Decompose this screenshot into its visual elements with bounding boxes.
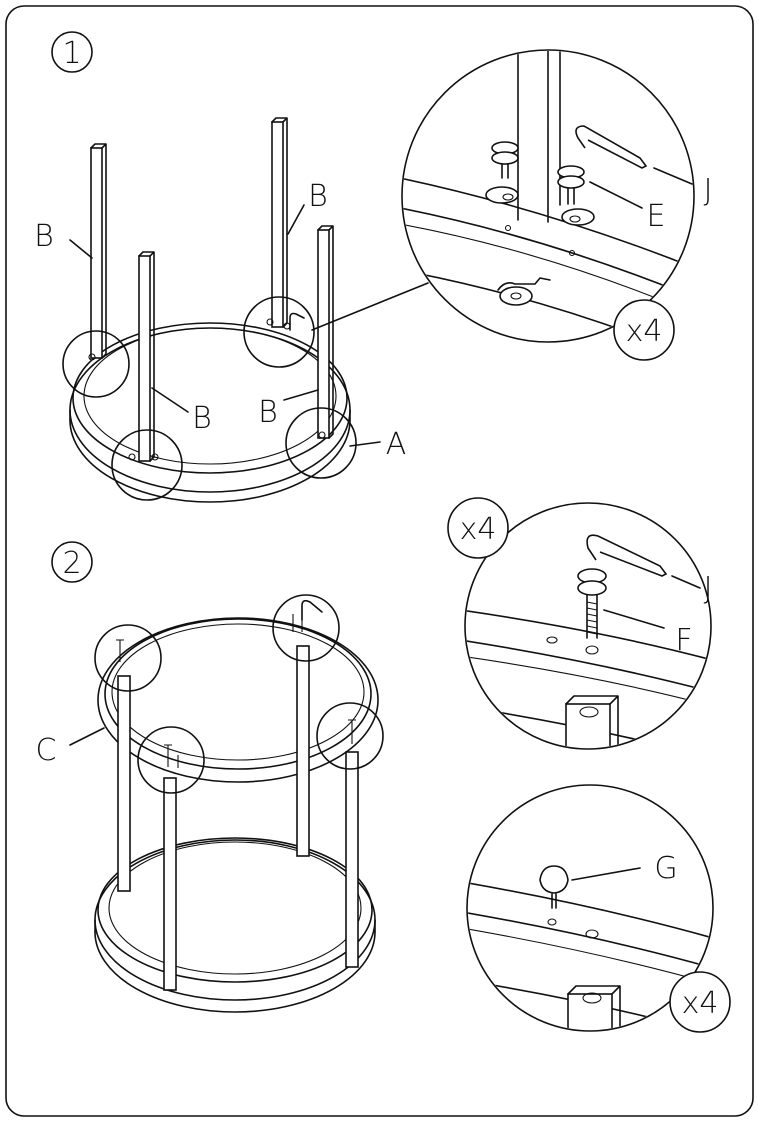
label-b-right: B: [258, 395, 278, 430]
glide-g: [539, 865, 569, 909]
hex-key-step2: [301, 599, 323, 621]
label-j-middle: J: [704, 571, 713, 606]
label-e: E: [647, 199, 666, 234]
label-f: F: [675, 623, 692, 658]
multiplier-top: x4: [626, 314, 663, 349]
detail-circle-3: G x4: [466, 784, 731, 1033]
leg-step2-front: [163, 777, 177, 991]
leg-step2-left: [117, 675, 131, 892]
detail-circle-2: J F x4: [447, 497, 713, 750]
bolt-f: [577, 568, 607, 639]
step-2-badge: [51, 541, 93, 583]
detail-circle-1: J E x4: [401, 49, 713, 361]
highlight-circle-s2-left: [94, 624, 162, 692]
highlight-circle-s2-back: [272, 594, 340, 662]
hex-key-j-middle: [586, 534, 668, 577]
label-j-top: J: [704, 173, 713, 208]
top-ring-c: [97, 617, 379, 783]
leg-step2-right: [345, 751, 359, 968]
multiplier-bottom: x4: [682, 986, 719, 1021]
multiplier-badge-top: [613, 299, 675, 361]
label-c: C: [36, 733, 57, 768]
base-ring-step2: [94, 837, 376, 1013]
label-g: G: [654, 851, 677, 886]
label-b-back: B: [308, 179, 328, 214]
step-2-number: 2: [62, 546, 81, 581]
multiplier-badge-middle: [447, 497, 509, 559]
highlight-circle-back: [243, 296, 315, 368]
step-1-number: 1: [62, 36, 81, 71]
callout-line: [311, 282, 429, 331]
step-2-group: 2: [36, 497, 731, 1033]
step-1-badge: [51, 31, 93, 73]
leg-step2-back: [296, 645, 310, 857]
highlight-circle-s2-front: [137, 726, 205, 794]
base-ring-a: [69, 322, 351, 503]
highlight-circle-front: [111, 429, 183, 501]
leg-b-front: [138, 251, 155, 462]
highlight-circle-right: [285, 407, 357, 479]
label-b-left: B: [34, 219, 54, 254]
multiplier-middle: x4: [460, 512, 497, 547]
step-1-group: 1: [34, 31, 713, 503]
label-a: A: [386, 427, 407, 462]
bolt-e-right: [557, 165, 585, 205]
highlight-circle-left: [62, 330, 130, 398]
hex-key-small: [289, 312, 305, 331]
page-border: [5, 5, 754, 1117]
leg-b-left: [90, 143, 107, 359]
leg-b-right: [317, 225, 334, 439]
bolt-e-left: [491, 141, 519, 179]
label-b-front: B: [192, 401, 212, 436]
highlight-circle-s2-right: [316, 702, 384, 770]
hex-key-j-top: [575, 125, 648, 169]
multiplier-badge-bottom: [669, 971, 731, 1033]
leg-b-back: [271, 117, 288, 328]
